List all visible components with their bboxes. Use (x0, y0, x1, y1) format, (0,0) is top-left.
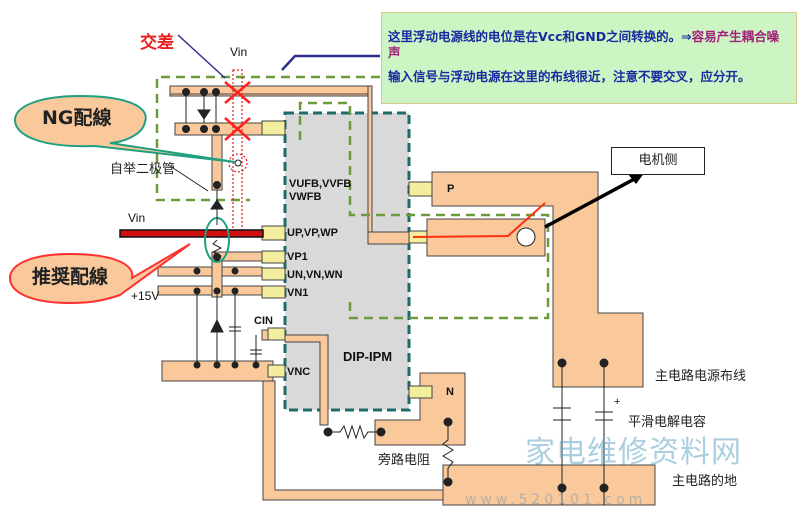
recommended-wiring-label: 推奨配線 (32, 266, 109, 288)
smoothing-capacitor-label: 平滑电解电容 (628, 415, 707, 430)
main-ground-label: 主电路的地 (672, 474, 738, 489)
components (182, 88, 613, 505)
note-line2: 输入信号与浮动电源在这里的布线很近，注意不要交叉，应分开。 (388, 69, 751, 84)
vn1-label: VN1 (287, 287, 309, 299)
vin-top-label: Vin (230, 45, 248, 59)
bootstrap-diode-label: 自举二极管 (110, 162, 176, 177)
un-vn-wn-label: UN,VN,WN (287, 269, 343, 281)
noise-area-dashed-outline (155, 75, 550, 320)
terminal-hole (516, 227, 536, 247)
bypass-resistor-label: 旁路电阻 (378, 453, 431, 468)
up-vp-wp-label: UP,VP,WP (287, 227, 338, 239)
vnc-label: VNC (287, 366, 311, 378)
arrows (169, 34, 645, 238)
crossing-x-marks (224, 81, 251, 141)
ng-wiring-bubble (13, 94, 236, 163)
explanation-note: 这里浮动电源线的电位是在Vcc和GND之间转换的。⇒容易产生耦合噪声 输入信号与… (381, 12, 797, 104)
dip-ipm-body (283, 111, 411, 412)
watermark-url: www.520101.com (465, 492, 647, 508)
vwfb-label: VWFB (289, 191, 322, 203)
vin-input-line (119, 229, 264, 238)
cin-label: CIN (254, 315, 273, 327)
note-highlight: 容易产生耦合噪声 (388, 29, 780, 60)
vp1-label: VP1 (287, 251, 308, 263)
motor-side-box: 电机侧 (611, 147, 705, 175)
n-terminal-label: N (446, 386, 454, 398)
plus15v-label: +15V (131, 289, 160, 303)
p-terminal-label: P (447, 183, 455, 195)
note-line1: 这里浮动电源线的电位是在Vcc和GND之间转换的。⇒ (388, 29, 692, 44)
dip-ipm-label: DIP-IPM (343, 349, 393, 364)
crossing-label: 交差 (140, 33, 174, 53)
vin-left-label: Vin (128, 211, 146, 225)
recommended-wiring-bubble (8, 243, 191, 305)
watermark-logo: 家电维修资料网 (525, 435, 742, 470)
main-power-wiring-label: 主电路电源布线 (655, 369, 747, 384)
ng-wiring-label: NG配線 (42, 107, 112, 129)
vufb-label: VUFB,VVFB (289, 178, 352, 190)
plus-sign: + (614, 396, 621, 408)
